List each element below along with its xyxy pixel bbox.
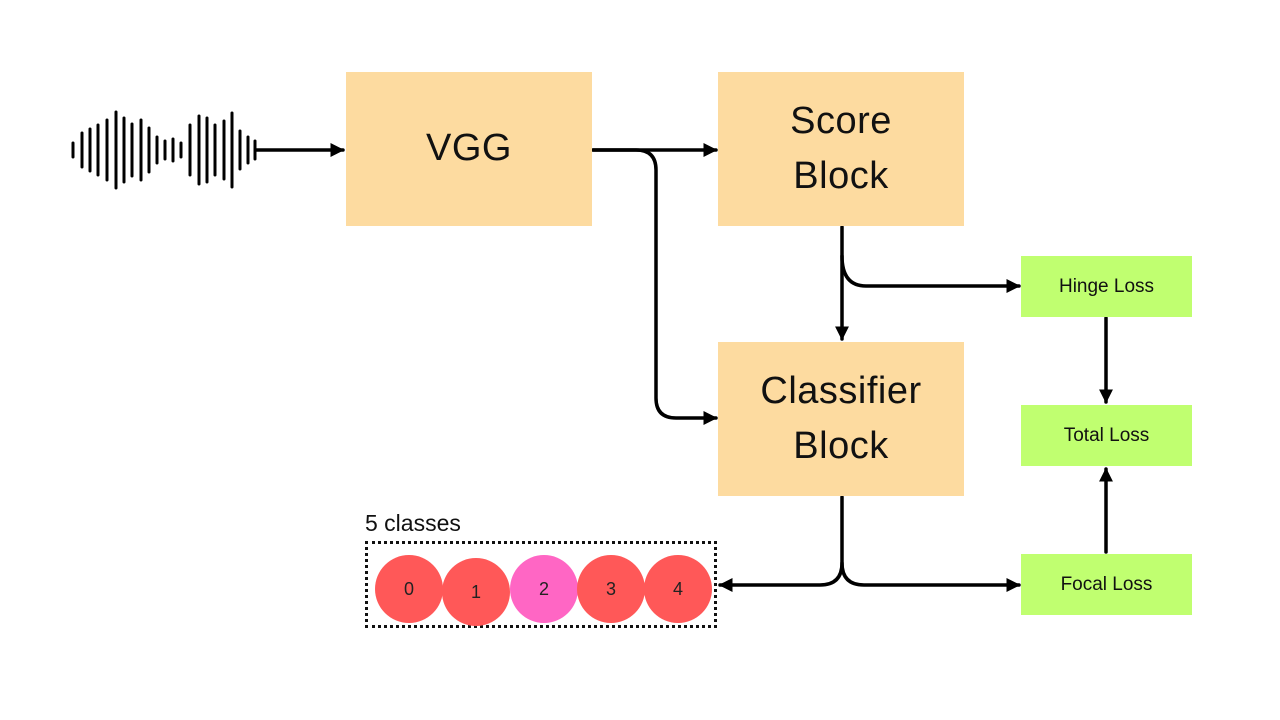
arrow-score-to-hinge [840, 254, 1021, 293]
classifier-block-label: Classifier Block [760, 369, 922, 467]
hinge-loss-label: Hinge Loss [1058, 275, 1155, 297]
score-block: Score Block [718, 72, 964, 226]
score-block-label: Score Block [790, 99, 892, 197]
class-label-0: 0 [403, 578, 414, 599]
total-loss-box: Total Loss [1021, 405, 1192, 466]
class-circle-0: 0 [375, 555, 443, 623]
audio-waveform-icon [71, 110, 257, 190]
focal-loss-box: Focal Loss [1021, 554, 1192, 615]
vgg-block-label: VGG [426, 127, 512, 170]
arrow-classifier-to-classes [718, 561, 844, 592]
class-label-2: 2 [538, 578, 549, 599]
classes-caption: 5 classes [365, 510, 461, 536]
arrow-vgg-to-classifier [591, 148, 718, 425]
class-circle-2: 2 [510, 555, 578, 623]
class-circle-3: 3 [577, 555, 645, 623]
class-label-1: 1 [470, 581, 481, 602]
class-label-4: 4 [672, 578, 683, 599]
focal-loss-label: Focal Loss [1060, 573, 1153, 595]
class-label-3: 3 [605, 578, 616, 599]
total-loss-label: Total Loss [1063, 424, 1150, 446]
classes-container: 0 1 2 3 4 [365, 541, 717, 628]
hinge-loss-box: Hinge Loss [1021, 256, 1192, 317]
vgg-block: VGG [346, 72, 592, 226]
classifier-block: Classifier Block [718, 342, 964, 496]
arrow-classifier-to-focal [840, 495, 1021, 592]
class-circle-1: 1 [442, 558, 510, 626]
class-circle-4: 4 [644, 555, 712, 623]
